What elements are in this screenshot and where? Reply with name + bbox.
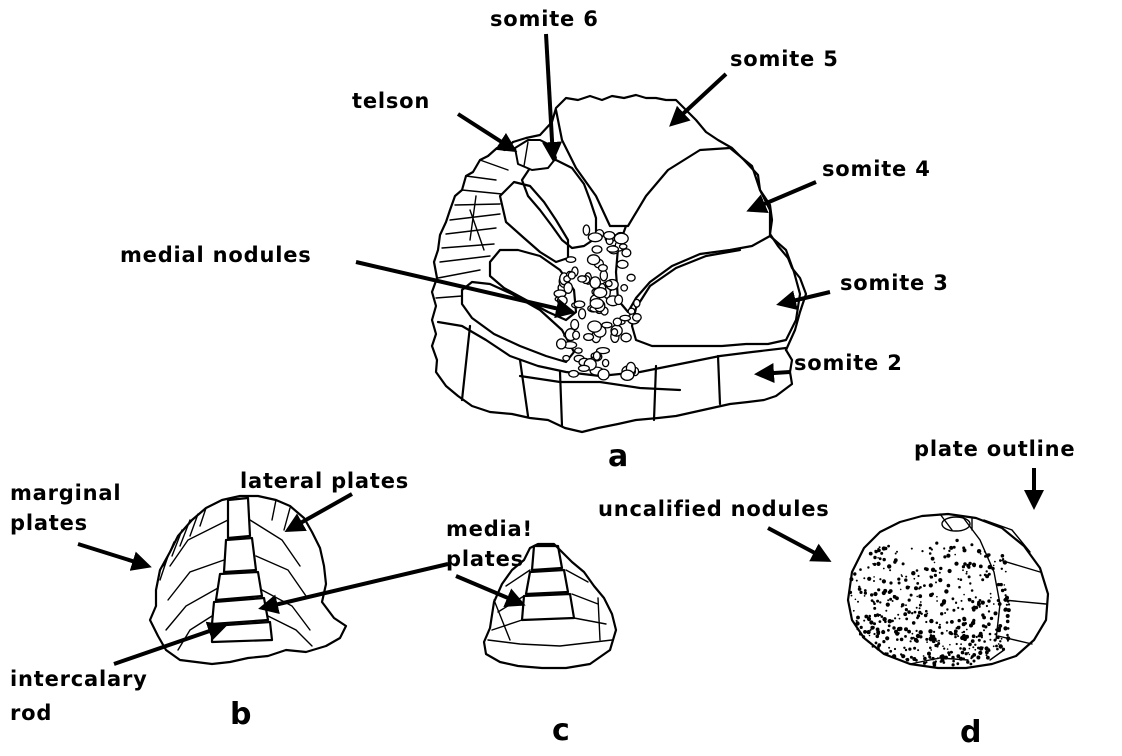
arrow-somite-2 [758, 372, 790, 374]
specimen-a [432, 95, 806, 432]
panel-label-b: b [230, 697, 251, 732]
somite-5-plate [556, 110, 730, 226]
arrow-telson [458, 114, 514, 150]
somite-4-plate [616, 148, 770, 312]
panel-label-a: a [608, 439, 628, 474]
label-medial-line2: plates [446, 547, 524, 571]
label-plate-outline: plate outline [914, 437, 1075, 461]
specimen-b-lateral-lines [160, 500, 312, 650]
specimen-d [848, 514, 1048, 668]
label-lateral-plates: lateral plates [240, 469, 409, 493]
label-somite-5: somite 5 [730, 47, 839, 71]
panel-label-c: c [552, 713, 570, 748]
arrow-medial-nodules [356, 262, 572, 312]
label-intercalary-line1: intercalary [10, 667, 148, 691]
label-somite-2: somite 2 [794, 351, 903, 375]
panel-label-d: d [960, 715, 981, 750]
telson-plate [515, 140, 556, 170]
arrow-intercalary-rod [114, 626, 224, 664]
specimen-d-plate-lines [910, 514, 1046, 664]
arrow-medial-plates-b [262, 564, 448, 608]
label-marginal-line2: plates [10, 511, 88, 535]
arrow-marginal-plates [78, 544, 148, 566]
marginal-plates-a [436, 160, 508, 298]
label-intercalary-line2: rod [10, 701, 52, 725]
label-marginal-line1: marginal [10, 481, 121, 505]
label-telson: telson [352, 89, 430, 113]
label-somite-6: somite 6 [490, 7, 599, 31]
uncalcified-nodules-stipple [849, 539, 1011, 667]
arrow-medial-plates-c [456, 576, 522, 604]
specimen-c-lateral-lines [488, 570, 612, 646]
specimen-b-medial-column [212, 498, 272, 642]
arrow-uncalified-nodules [768, 528, 828, 560]
arrow-somite-6 [546, 34, 553, 158]
label-somite-3: somite 3 [840, 271, 949, 295]
arrow-somite-5 [672, 74, 726, 124]
label-medial-nodules: medial nodules [120, 243, 312, 267]
label-medial-line1: media! [446, 517, 533, 541]
label-somite-4: somite 4 [822, 157, 931, 181]
specimen-b-outline [150, 496, 346, 664]
specimen-d-apex [942, 517, 970, 531]
label-uncalified-nodules: uncalified nodules [598, 497, 830, 521]
specimen-b [150, 496, 346, 664]
